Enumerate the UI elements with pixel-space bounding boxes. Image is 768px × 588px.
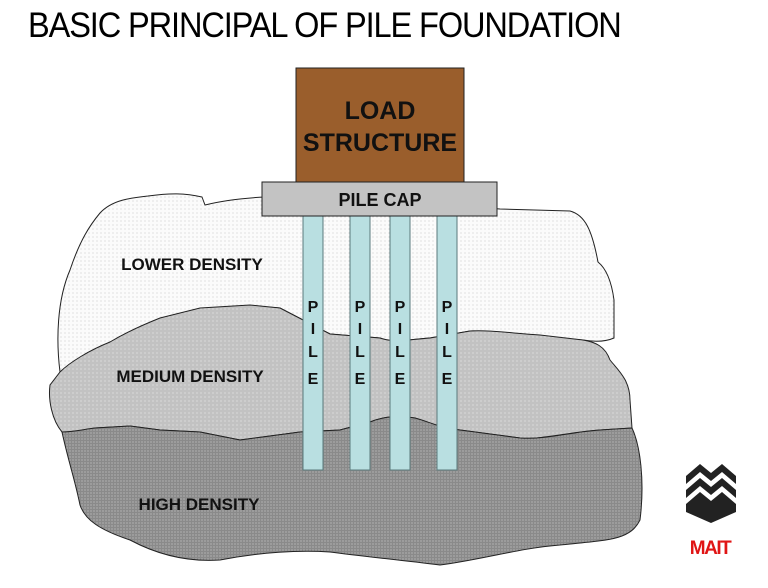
pile-4: P I L E: [436, 214, 458, 471]
svg-text:E: E: [395, 371, 406, 388]
load-structure-label-line1: LOAD: [345, 97, 416, 125]
svg-text:L: L: [395, 344, 405, 361]
medium-density-label: MEDIUM DENSITY: [116, 367, 264, 386]
pile-1: P I L E: [302, 214, 324, 471]
svg-text:P: P: [308, 299, 319, 316]
page-title: BASIC PRINCIPAL OF PILE FOUNDATION: [28, 6, 622, 45]
load-structure-label-line2: STRUCTURE: [303, 129, 457, 157]
pile-3: P I L E: [389, 214, 411, 471]
svg-text:L: L: [355, 344, 365, 361]
pile-2: P I L E: [349, 214, 371, 471]
mait-chevron-icon: [686, 464, 736, 523]
svg-text:P: P: [442, 299, 453, 316]
svg-text:I: I: [398, 321, 402, 338]
svg-text:E: E: [355, 371, 366, 388]
pile-cap-label: PILE CAP: [338, 190, 421, 210]
svg-text:P: P: [395, 299, 406, 316]
high-density-label: HIGH DENSITY: [139, 495, 261, 514]
svg-text:L: L: [308, 344, 318, 361]
svg-text:I: I: [311, 321, 315, 338]
svg-text:P: P: [355, 299, 366, 316]
svg-text:I: I: [445, 321, 449, 338]
svg-text:E: E: [442, 371, 453, 388]
svg-text:E: E: [308, 371, 319, 388]
svg-text:I: I: [358, 321, 362, 338]
lower-density-label: LOWER DENSITY: [121, 255, 263, 274]
pile-cap: PILE CAP: [261, 181, 498, 217]
mait-logo-text: MAIT: [690, 538, 732, 559]
svg-text:L: L: [442, 344, 452, 361]
load-structure: LOAD STRUCTURE: [295, 67, 465, 183]
mait-logo: MAIT: [686, 464, 736, 559]
